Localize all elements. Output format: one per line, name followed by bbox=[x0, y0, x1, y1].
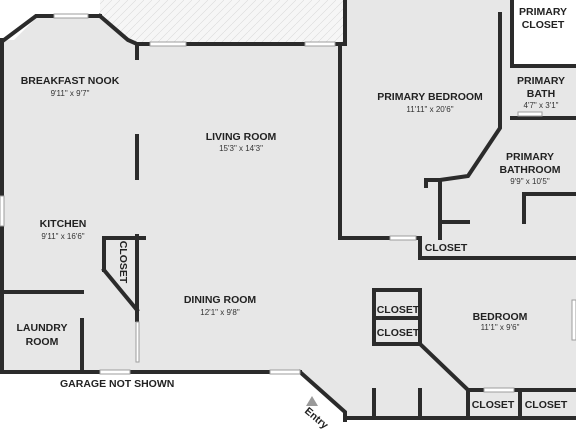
closet-labels: PRIMARY CLOSET CLOSET CLOSET CLOSET CLOS… bbox=[117, 6, 568, 411]
primary-bathroom-dims: 9'9" x 10'5" bbox=[510, 177, 550, 186]
kitchen-closet-label: CLOSET bbox=[117, 241, 129, 284]
primary-bath-dims: 4'7" x 3'1" bbox=[524, 101, 559, 110]
dining-room-name: DINING ROOM bbox=[184, 294, 257, 306]
bedroom-name: BEDROOM bbox=[473, 311, 528, 323]
kitchen-name: KITCHEN bbox=[40, 218, 87, 230]
primary-bath-name-line1: PRIMARY bbox=[517, 75, 565, 87]
bedroom-dims: 11'1" x 9'6" bbox=[481, 323, 520, 332]
bedroom-closet-1-box bbox=[376, 292, 418, 316]
interior-floor bbox=[0, 0, 576, 420]
primary-bedroom-name: PRIMARY BEDROOM bbox=[377, 91, 483, 103]
entry-label: Entry bbox=[302, 405, 330, 432]
hall-closet-label: CLOSET bbox=[425, 242, 468, 254]
entry-arrow-icon bbox=[306, 396, 318, 406]
dining-room-dims: 12'1" x 9'8" bbox=[200, 308, 240, 317]
primary-bedroom-dims: 11'11" x 20'6" bbox=[406, 105, 453, 114]
laundry-room-name-line1: LAUNDRY bbox=[17, 322, 68, 334]
garage-note: GARAGE NOT SHOWN bbox=[60, 378, 174, 390]
interior-walls bbox=[0, 12, 576, 420]
bedroom-closet-1-label: CLOSET bbox=[377, 304, 420, 316]
primary-closet-line2: CLOSET bbox=[522, 19, 565, 31]
bedroom-closet-2-box bbox=[376, 320, 418, 342]
bedroom-closet-2-label: CLOSET bbox=[377, 327, 420, 339]
kitchen-dims: 9'11" x 16'6" bbox=[41, 232, 84, 241]
primary-bath-name-line2: BATH bbox=[527, 88, 555, 100]
bottom-closet-1-label: CLOSET bbox=[472, 399, 515, 411]
primary-bathroom-name-line1: PRIMARY bbox=[506, 151, 554, 163]
windows bbox=[0, 13, 576, 393]
breakfast-nook-name: BREAKFAST NOOK bbox=[21, 75, 120, 87]
breakfast-nook-dims: 9'11" x 9'7" bbox=[51, 89, 90, 98]
primary-bathroom-name-line2: BATHROOM bbox=[499, 164, 560, 176]
living-room-name: LIVING ROOM bbox=[206, 131, 277, 143]
room-labels: BREAKFAST NOOK 9'11" x 9'7" LIVING ROOM … bbox=[17, 75, 565, 348]
laundry-room-name-line2: ROOM bbox=[26, 336, 59, 348]
bottom-closet-2-label: CLOSET bbox=[525, 399, 568, 411]
living-room-dims: 15'3" x 14'3" bbox=[219, 144, 263, 153]
patio bbox=[100, 0, 345, 44]
primary-closet-line1: PRIMARY bbox=[519, 6, 567, 18]
